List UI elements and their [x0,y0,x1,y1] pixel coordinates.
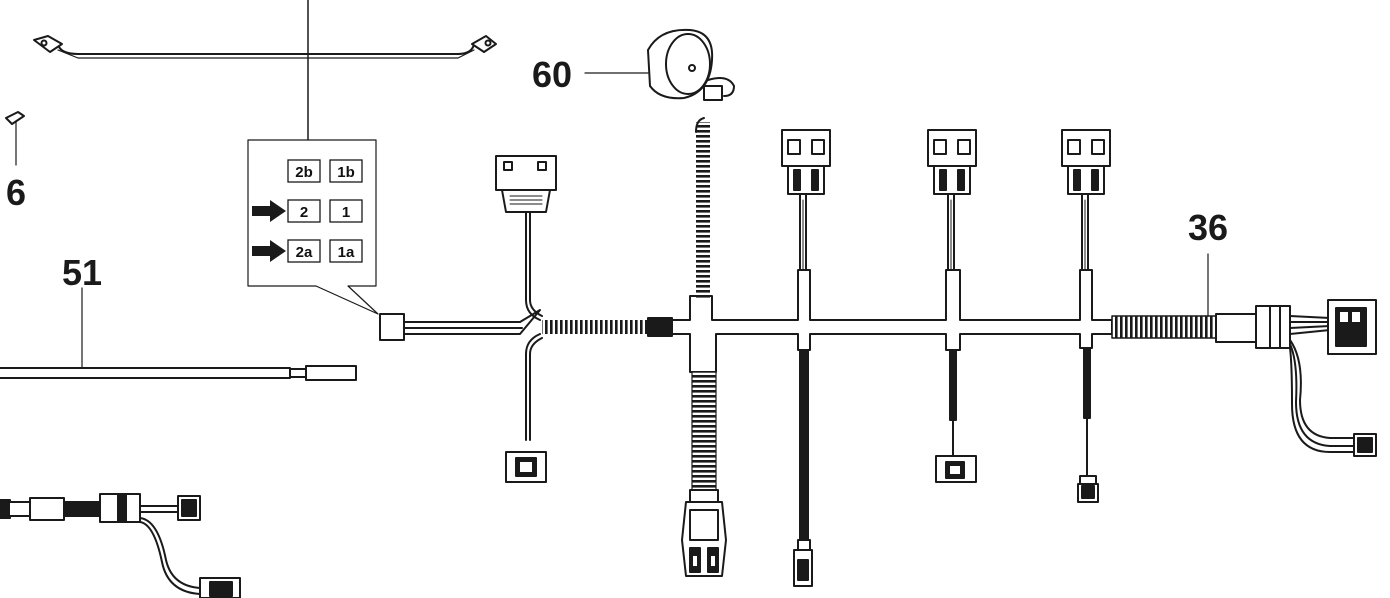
pin-label-1a: 1a [338,244,355,261]
callout-60: 60 [532,54,572,95]
connector-left-upper [495,155,557,241]
pin-label-1b: 1b [337,164,355,181]
branch-lower-3 [1077,347,1099,503]
connector-top-2 [927,129,977,271]
branch-lower-1 [793,349,813,587]
branch-lower-2 [935,349,977,483]
corrugated-down [681,371,727,577]
sub-harness [0,493,241,598]
callout-36: 36 [1188,207,1228,248]
connector-top-3 [1061,129,1111,271]
horn-part [584,28,735,101]
arrow-pin-2 [252,200,286,222]
connector-top-1 [781,129,831,271]
pin-grid [287,159,363,263]
connector-left-lower [505,451,547,483]
connector-detail-box [247,139,379,315]
ground-strap [33,35,497,59]
pin-label-2a: 2a [296,244,313,261]
main-trunk [379,239,1377,457]
arrow-pin-2a [252,240,286,262]
pin-label-1: 1 [342,204,350,221]
corrugated-up [695,117,710,298]
rod-part [0,287,357,381]
pin-label-2b: 2b [295,164,313,181]
clip-part [5,111,25,166]
pin-label-2: 2 [300,204,308,221]
callout-6: 6 [6,172,26,213]
callout-51: 51 [62,252,102,293]
